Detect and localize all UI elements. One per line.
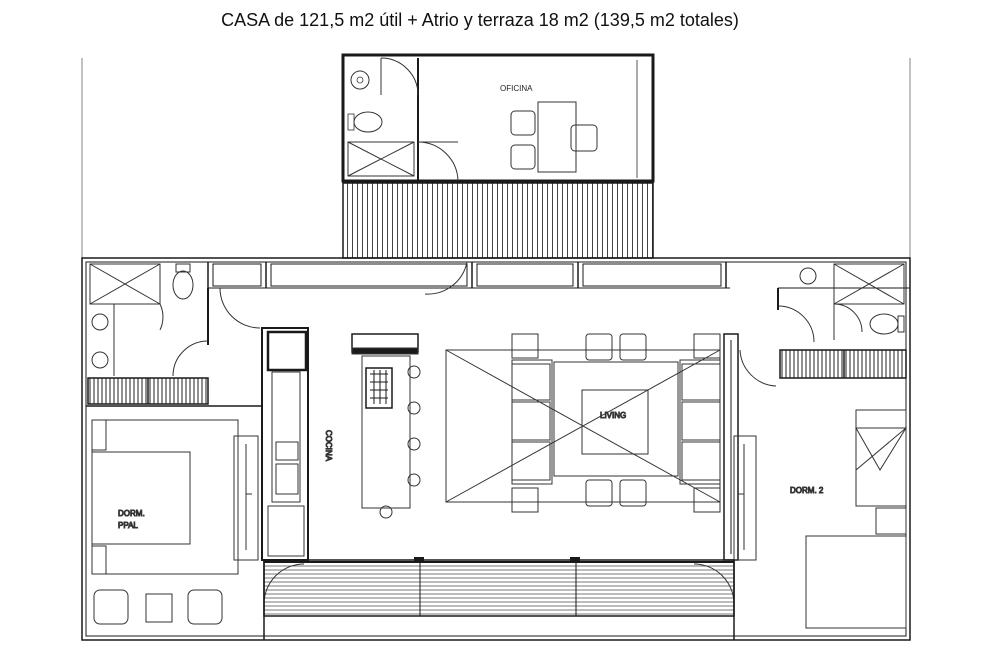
room-label-dorm-ppal-1: DORM.	[118, 509, 145, 518]
bedroom-2: DORM. 2	[733, 409, 907, 629]
bath-left-toilet	[172, 270, 194, 300]
master-armchairs	[93, 589, 223, 625]
right-partition	[723, 305, 815, 561]
closet-right	[779, 349, 907, 379]
sofa-right	[679, 359, 721, 485]
kitchen-island	[361, 355, 411, 509]
room-label-dorm-2: DORM. 2	[790, 486, 824, 495]
office-toilet	[353, 111, 383, 133]
cooktop	[365, 367, 393, 409]
bedroom-2-bunk	[855, 409, 907, 507]
room-label-cocina: COCINA	[324, 430, 333, 462]
atrium-deck	[342, 182, 654, 259]
site-lines	[81, 58, 911, 258]
bar-stools	[379, 365, 421, 519]
terrace	[263, 557, 735, 640]
bath-right	[777, 263, 910, 340]
room-label-dorm-ppal-2: PPAL	[118, 521, 138, 530]
bath-left-sink-2	[91, 351, 109, 369]
living-room: LIVING	[445, 333, 721, 513]
office-chairs	[510, 110, 598, 170]
room-label-oficina: OFICINA	[500, 84, 533, 93]
bath-left	[89, 263, 209, 377]
master-bed	[91, 419, 239, 575]
bath-right-toilet	[869, 313, 899, 335]
office-pavilion: OFICINA	[341, 53, 655, 183]
living-chairs	[511, 333, 721, 513]
living-table	[581, 389, 649, 455]
kitchen: COCINA	[261, 327, 421, 561]
office-desk	[537, 101, 577, 173]
fridge	[266, 330, 308, 372]
bedroom-2-bed	[805, 535, 907, 629]
office-shower	[347, 141, 415, 177]
room-label-living: LIVING	[600, 411, 626, 420]
office-sink	[350, 70, 370, 90]
bath-right-sink	[799, 267, 817, 285]
kitchen-sink	[275, 441, 299, 461]
master-window-frame	[233, 435, 259, 561]
bath-left-sink-1	[91, 313, 109, 331]
plan-title: CASA de 121,5 m2 útil + Atrio y terraza …	[221, 10, 739, 30]
sofa-left	[511, 359, 553, 485]
master-bedroom: DORM. PPAL	[86, 405, 262, 625]
bedroom-2-window-frame	[733, 435, 757, 561]
